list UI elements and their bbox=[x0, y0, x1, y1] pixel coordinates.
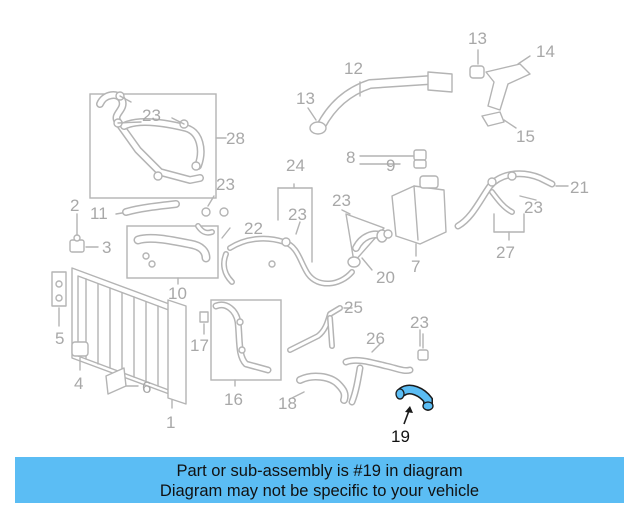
hose-assembly-27 bbox=[454, 170, 569, 241]
label-28: 28 bbox=[226, 129, 245, 148]
label-24: 24 bbox=[286, 156, 305, 175]
pipe-12 bbox=[307, 49, 531, 135]
label-9: 9 bbox=[386, 156, 395, 175]
label-4: 4 bbox=[74, 374, 83, 393]
label-18: 18 bbox=[278, 394, 297, 413]
label-22: 22 bbox=[244, 219, 263, 238]
label-20: 20 bbox=[376, 268, 395, 287]
label-11: 11 bbox=[90, 204, 108, 223]
hose-assembly-10 bbox=[126, 225, 219, 285]
label-23b: 23 bbox=[216, 175, 235, 194]
label-2: 2 bbox=[70, 196, 79, 215]
label-16: 16 bbox=[224, 390, 243, 409]
label-5: 5 bbox=[55, 329, 64, 348]
label-23c: 23 bbox=[288, 205, 307, 224]
label-15: 15 bbox=[516, 127, 535, 146]
hose-assembly-28 bbox=[89, 91, 227, 199]
label-1: 1 bbox=[166, 413, 175, 432]
label-23d: 23 bbox=[332, 191, 351, 210]
bolts-8-9 bbox=[359, 149, 427, 169]
pipe-assembly-24 bbox=[221, 183, 355, 287]
label-6: 6 bbox=[142, 378, 151, 397]
label-12: 12 bbox=[344, 59, 363, 78]
notice-line-2: Diagram may not be specific to your vehi… bbox=[159, 482, 480, 500]
leader-lines bbox=[221, 195, 537, 347]
label-23a: 23 bbox=[142, 106, 161, 125]
part-number-labels: 1 2 3 4 5 6 7 8 9 10 11 12 13 13 14 15 1… bbox=[55, 29, 589, 446]
pipe-assembly-25-26 bbox=[287, 305, 429, 406]
label-21: 21 bbox=[570, 178, 589, 197]
clamps-23 bbox=[195, 195, 229, 236]
hose-assembly-16 bbox=[199, 299, 282, 387]
label-10: 10 bbox=[168, 284, 187, 303]
label-3: 3 bbox=[102, 238, 111, 257]
label-13b: 13 bbox=[468, 29, 487, 48]
hose-20 bbox=[345, 213, 388, 271]
diagram-notice-banner: Part or sub-assembly is #19 in diagram D… bbox=[15, 457, 624, 503]
label-17: 17 bbox=[190, 336, 209, 355]
label-23e: 23 bbox=[524, 198, 543, 217]
notice-line-1: Part or sub-assembly is #19 in diagram bbox=[176, 462, 463, 480]
label-27: 27 bbox=[496, 243, 515, 262]
part-19-highlighted bbox=[395, 384, 434, 425]
label-14: 14 bbox=[536, 42, 555, 61]
label-25: 25 bbox=[344, 298, 363, 317]
label-7: 7 bbox=[411, 257, 420, 276]
small-parts-left bbox=[51, 200, 180, 395]
expansion-tank-7 bbox=[383, 175, 447, 257]
label-8: 8 bbox=[346, 148, 355, 167]
label-13a: 13 bbox=[296, 89, 315, 108]
label-19: 19 bbox=[391, 427, 410, 446]
label-23f: 23 bbox=[410, 313, 429, 332]
label-26: 26 bbox=[366, 329, 385, 348]
